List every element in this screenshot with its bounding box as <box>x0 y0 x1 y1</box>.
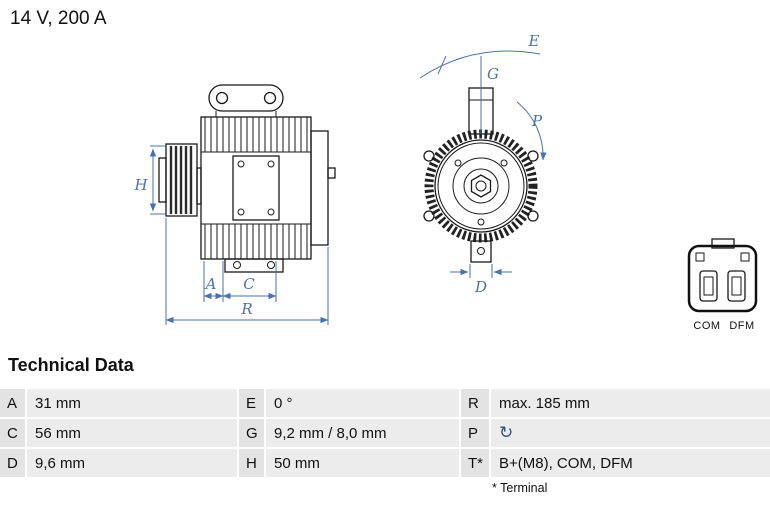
bottom-boss <box>470 240 492 263</box>
lug-legs <box>215 111 277 117</box>
connector-pin-dfm <box>727 270 746 302</box>
shaft-nut-hex <box>470 174 492 198</box>
shaft-center <box>475 180 487 192</box>
table-value-r: max. 185 mm <box>491 389 770 417</box>
table-label-t: T* <box>461 449 489 477</box>
table-label-r: R <box>461 389 489 417</box>
table-value-a: 31 mm <box>27 389 237 417</box>
bottom-boss-hole <box>477 247 485 255</box>
dim-label-p: P <box>531 112 543 130</box>
connector-key <box>711 238 735 249</box>
connector-pin-slot <box>703 276 714 296</box>
mounting-ear <box>527 210 539 222</box>
foot-hole <box>267 261 275 269</box>
dim-label-c: C <box>243 275 255 293</box>
dim-label-h: H <box>133 176 148 194</box>
dim-label-d: D <box>474 278 487 296</box>
table-value-g: 9,2 mm / 8,0 mm <box>266 419 459 447</box>
table-value-e: 0 ° <box>266 389 459 417</box>
cooling-fins-bottom <box>204 224 308 259</box>
rear-cover <box>310 130 329 246</box>
alternator-side-view <box>158 84 336 273</box>
top-mounting-bracket <box>208 84 284 112</box>
front-view-dimensions: E G P D <box>419 32 547 296</box>
table-label-a: A <box>0 389 25 417</box>
serrated-ring <box>424 129 538 243</box>
alternator-front-view <box>423 87 539 263</box>
bolt-hole <box>237 160 245 168</box>
dim-label-e: E <box>528 32 540 50</box>
rear-terminal <box>327 167 336 179</box>
connector-label-com: COM <box>693 320 720 332</box>
table-value-h: 50 mm <box>266 449 459 477</box>
dim-ext-h <box>150 145 166 215</box>
technical-data-table: A 31 mm E 0 ° R max. 185 mm C 56 mm G 9,… <box>0 389 770 477</box>
bolt-hole <box>237 208 245 216</box>
mounting-ear <box>423 210 435 222</box>
table-value-t: B+(M8), COM, DFM <box>491 449 770 477</box>
angle-arc-e <box>419 50 541 79</box>
side-view-dimensions: H A C R <box>133 145 329 325</box>
connector-detail <box>740 252 750 262</box>
ring-outer <box>434 139 528 233</box>
page-title: 14 V, 200 A <box>10 8 107 29</box>
table-label-h: H <box>239 449 264 477</box>
bolt-hole <box>267 160 275 168</box>
lug-hole <box>215 91 229 105</box>
hub-ring <box>463 168 499 204</box>
dim-ext-r <box>165 218 329 325</box>
center-plate <box>232 155 280 221</box>
pulley-ribs <box>169 146 193 214</box>
screw-hole <box>454 159 462 167</box>
connector-detail <box>695 252 705 262</box>
screw-hole <box>477 218 485 226</box>
mounting-ear <box>423 150 435 162</box>
dim-label-g: G <box>487 65 499 83</box>
mounting-foot <box>224 258 284 273</box>
bolt-hole <box>267 208 275 216</box>
terminal-footnote: * Terminal <box>492 481 548 495</box>
alternator-technical-drawing: H A C R E G P <box>133 32 758 332</box>
cooling-fins-top <box>204 117 308 152</box>
table-label-e: E <box>239 389 264 417</box>
foot-hole <box>233 261 241 269</box>
table-value-d: 9,6 mm <box>27 449 237 477</box>
dim-label-a: A <box>204 275 217 293</box>
screw-hole <box>500 159 508 167</box>
connector-label-dfm: DFM <box>729 320 754 332</box>
connector-pin-slot <box>731 276 742 296</box>
table-value-p: ↻ <box>491 419 770 447</box>
mounting-ear <box>527 150 539 162</box>
table-value-c: 56 mm <box>27 419 237 447</box>
technical-data-heading: Technical Data <box>8 355 134 375</box>
connector-pin-com <box>699 270 718 302</box>
dim-ext-d <box>469 264 493 278</box>
dim-label-r: R <box>240 300 252 318</box>
lug-hole <box>263 91 277 105</box>
connector-drawing: COM DFM <box>687 238 758 332</box>
table-label-p: P <box>461 419 489 447</box>
ring-inner <box>437 142 525 230</box>
angle-tick-e <box>437 55 447 75</box>
bearing-ring <box>452 157 510 215</box>
table-label-c: C <box>0 419 25 447</box>
pulley-hub <box>158 157 167 203</box>
housing-bands <box>201 151 311 225</box>
table-label-d: D <box>0 449 25 477</box>
rotation-direction-icon: ↻ <box>499 422 514 443</box>
connector-body <box>687 244 758 313</box>
table-label-g: G <box>239 419 264 447</box>
rotation-arrow-p <box>516 101 547 161</box>
